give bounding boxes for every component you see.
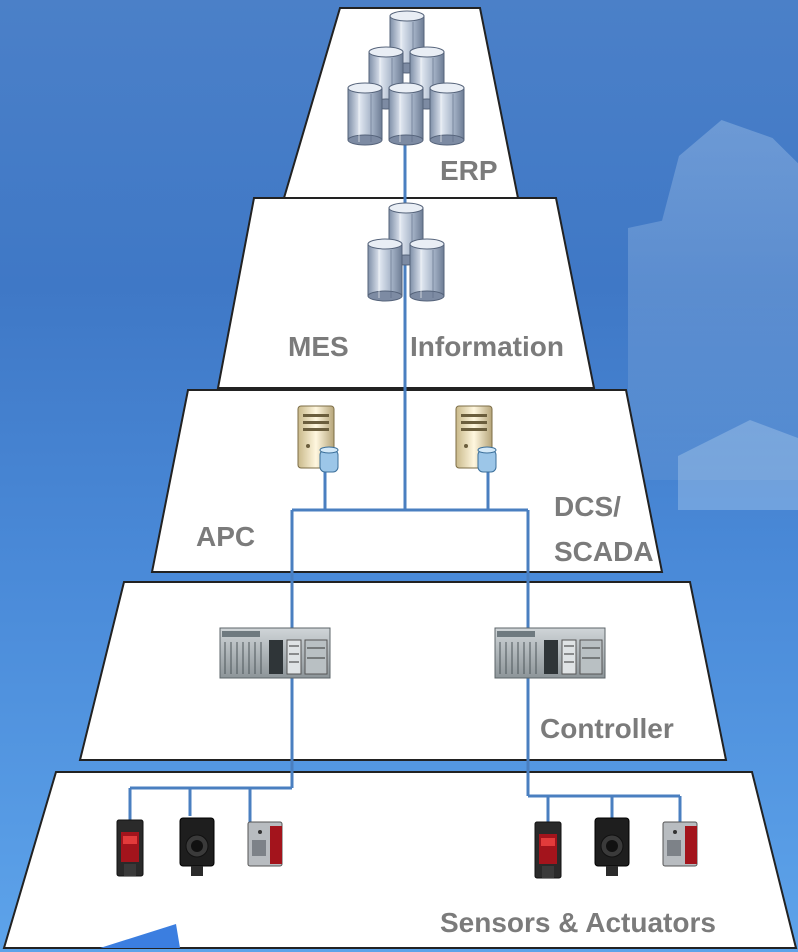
database-icon [367, 238, 403, 302]
tier-label-apc: APC [196, 521, 256, 552]
database-icon [409, 238, 445, 302]
tier-dcs-panel [150, 389, 664, 573]
server-icon [455, 405, 497, 473]
decorative-arrow-shape [100, 924, 180, 948]
tier-label-mes: MES [288, 331, 349, 362]
database-icon [429, 82, 465, 146]
sensor-icon [534, 821, 562, 879]
database-icon [388, 82, 424, 146]
tier-controller-panel [78, 581, 728, 761]
tier-label-scada: SCADA [554, 536, 654, 567]
sensor-icon [662, 821, 698, 867]
tier-label-controller: Controller [540, 713, 674, 744]
tier-label-dcs: DCS/ [554, 491, 621, 522]
sensor-icon [116, 819, 144, 877]
tier-label-erp: ERP [440, 155, 498, 186]
tier-sensors-panel [2, 771, 798, 949]
plc-controller-icon [494, 627, 606, 679]
tier-label-sensors: Sensors & Actuators [440, 907, 716, 938]
sensor-icon [247, 821, 283, 867]
plc-controller-icon [219, 627, 331, 679]
server-icon [297, 405, 339, 473]
database-icon [347, 82, 383, 146]
tier-label-information: Information [410, 331, 564, 362]
